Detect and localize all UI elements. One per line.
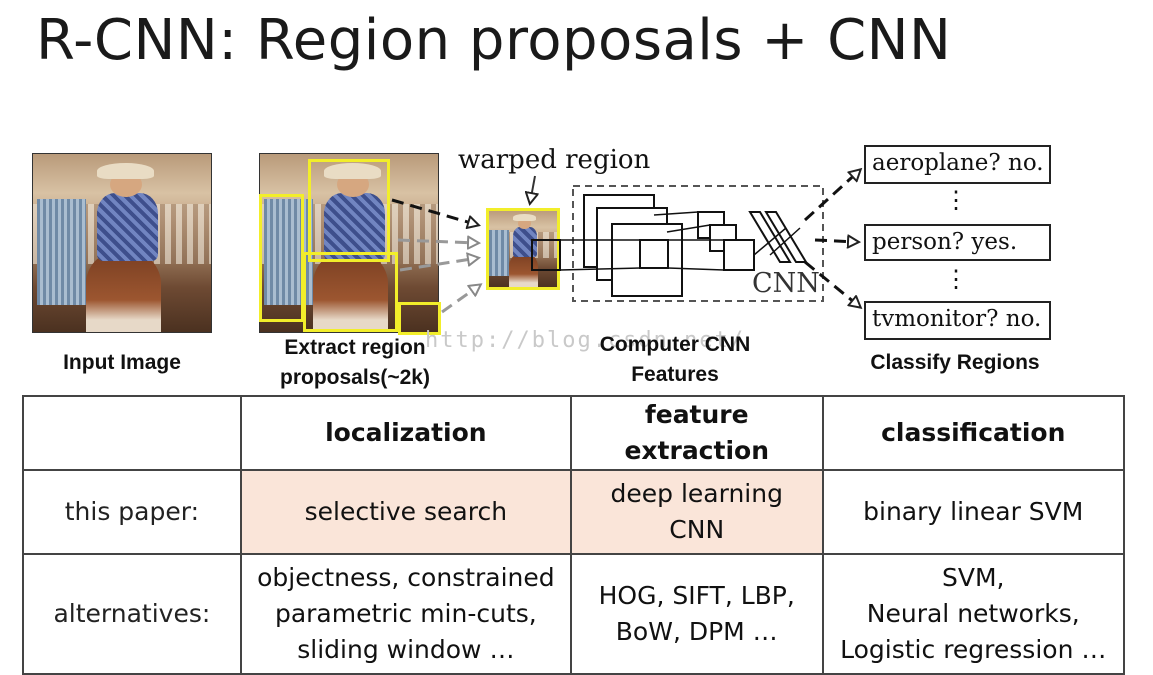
table-row: alternatives: objectness, constrained pa… bbox=[22, 553, 1125, 675]
arrow-dashed-4 bbox=[441, 285, 480, 314]
warped-region-label: warped region bbox=[458, 145, 651, 175]
compute-features-label: Computer CNN Features bbox=[599, 333, 751, 386]
table-header-cell: feature extraction bbox=[569, 395, 824, 471]
arrow-to-person bbox=[814, 240, 858, 242]
arrow-to-tvmonitor bbox=[804, 260, 860, 307]
table-cell: HOG, SIFT, LBP, BoW, DPM … bbox=[569, 553, 824, 675]
arrow-dashed-1 bbox=[391, 198, 478, 225]
watermark: http://blog.csdn.net/ bbox=[425, 328, 746, 353]
cnn-container bbox=[572, 185, 824, 302]
table-cell: binary linear SVM bbox=[821, 469, 1125, 555]
proposal-box-panel bbox=[259, 194, 304, 322]
class-person: person? yes. bbox=[864, 224, 1051, 261]
proposal-box-small bbox=[398, 302, 441, 335]
row-label: alternatives: bbox=[22, 553, 242, 675]
table-cell: SVM, Neural networks, Logistic regressio… bbox=[821, 553, 1125, 675]
table-cell: deep learning CNN bbox=[569, 469, 824, 555]
table-header-row: localization feature extraction classifi… bbox=[22, 395, 1125, 471]
pipeline-diagram bbox=[391, 0, 1153, 314]
row-label: this paper: bbox=[22, 469, 242, 555]
table-cell: objectness, constrained parametric min-c… bbox=[239, 553, 572, 675]
class-aeroplane: aeroplane? no. bbox=[864, 145, 1051, 184]
arrow-dashed-2 bbox=[397, 240, 478, 243]
arrow-dashed-3 bbox=[399, 258, 478, 272]
table-cell: selective search bbox=[239, 469, 572, 555]
warped-box bbox=[486, 208, 560, 290]
class-tvmonitor: tvmonitor? no. bbox=[864, 301, 1051, 340]
extract-label: Extract region proposals(~2k) bbox=[280, 336, 430, 389]
table-header-cell: localization bbox=[239, 395, 572, 471]
input-image-label: Input Image bbox=[63, 351, 181, 374]
proposal-box-horse bbox=[303, 252, 398, 332]
table-row: this paper: selective search deep learni… bbox=[22, 469, 1125, 555]
proposals-image bbox=[259, 153, 439, 333]
comparison-table: localization feature extraction classifi… bbox=[22, 395, 1125, 675]
arrow-to-aeroplane bbox=[803, 170, 860, 222]
warped-pointer bbox=[530, 175, 535, 203]
proposal-box-rider bbox=[308, 159, 390, 262]
cnn-label: CNN bbox=[752, 268, 820, 299]
table-header-cell bbox=[22, 395, 242, 471]
input-image bbox=[32, 153, 212, 333]
ellipsis-vertical-icon: ⋮ bbox=[944, 265, 968, 293]
classify-regions-label: Classify Regions bbox=[870, 351, 1040, 374]
page-title: R-CNN: Region proposals + CNN bbox=[36, 8, 952, 73]
table-header-cell: classification bbox=[821, 395, 1125, 471]
ellipsis-vertical-icon: ⋮ bbox=[944, 186, 968, 214]
